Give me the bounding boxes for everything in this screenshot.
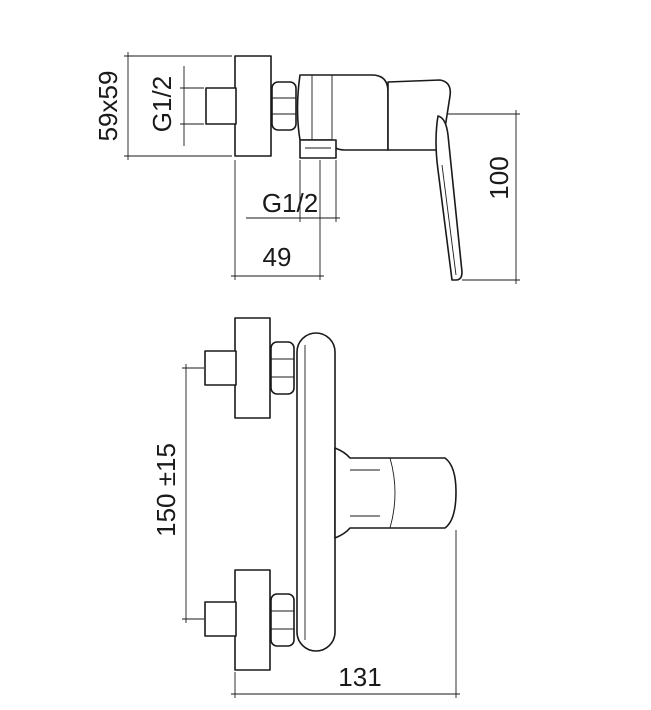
outlet-thread-dimension: G1/2 [246, 160, 340, 222]
width-dimension: 131 [231, 530, 460, 698]
outlet-thread-label: G1/2 [262, 188, 318, 218]
front-view [204, 317, 457, 671]
height-dimension: 100 [448, 110, 520, 284]
wall-flange [234, 55, 272, 157]
depth-label: 49 [263, 242, 292, 272]
lever-handle [435, 115, 463, 281]
outlet-spout [299, 139, 337, 159]
top-thread-dimension: G1/2 [147, 66, 204, 146]
side-view [205, 55, 463, 281]
upper-inlet-pipe [204, 350, 237, 386]
top-thread-label: G1/2 [147, 76, 177, 132]
mixer-body [296, 74, 389, 151]
hex-nut [271, 81, 297, 131]
lower-inlet-pipe [204, 601, 237, 637]
width-label: 131 [338, 662, 381, 692]
upper-flange [234, 317, 271, 419]
height-label: 100 [484, 156, 514, 199]
front-lever-body [334, 447, 457, 539]
lower-hex-nut [270, 593, 295, 647]
lower-flange [234, 569, 271, 671]
inlet-pipe [205, 87, 237, 125]
mixer-bar [296, 332, 336, 652]
depth-dimension: 49 [231, 160, 324, 280]
upper-hex-nut [270, 341, 295, 395]
inlet-spacing-dimension: 150 ±15 [151, 364, 204, 623]
flange-size-dimension: 59x59 [93, 52, 232, 160]
flange-size-label: 59x59 [93, 71, 123, 142]
inlet-spacing-label: 150 ±15 [151, 443, 181, 537]
